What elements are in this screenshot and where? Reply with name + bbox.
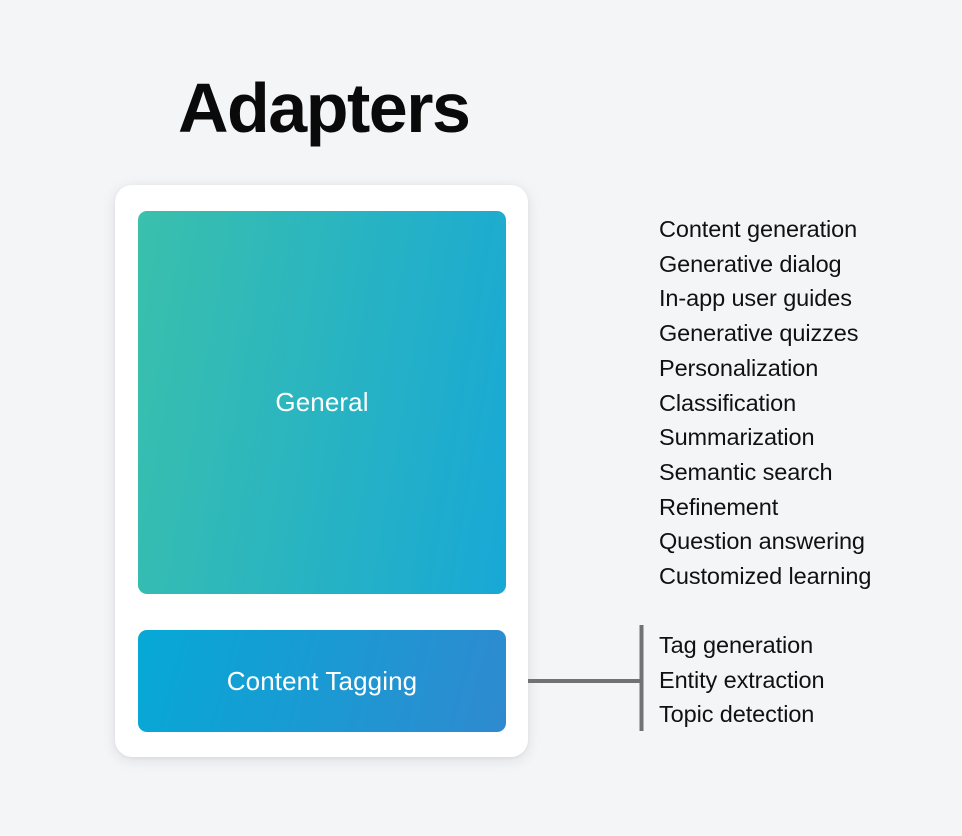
list-item: Customized learning xyxy=(659,563,872,590)
adapter-block-content-tagging[interactable]: Content Tagging xyxy=(138,630,506,732)
general-capability-list: Content generation Generative dialog In-… xyxy=(659,212,871,594)
list-item: Content generation xyxy=(659,216,858,242)
adapter-block-general-label: General xyxy=(275,387,369,417)
list-item: Semantic search xyxy=(659,458,833,485)
list-item: Tag generation xyxy=(659,632,814,658)
adapter-block-general[interactable]: General xyxy=(138,211,506,594)
list-item: Entity extraction xyxy=(659,666,825,693)
list-item: Refinement xyxy=(659,493,779,520)
list-item: Personalization xyxy=(659,354,819,381)
list-item: In-app user guides xyxy=(659,285,852,312)
list-item: Question answering xyxy=(659,528,865,555)
list-item: Generative quizzes xyxy=(659,320,859,347)
page-title: Adapters xyxy=(178,69,471,147)
connector-bracket-icon xyxy=(528,625,644,731)
list-item: Generative dialog xyxy=(659,250,842,277)
list-item: Classification xyxy=(659,389,797,416)
list-item: Summarization xyxy=(659,424,815,451)
adapter-block-content-tagging-label: Content Tagging xyxy=(226,665,418,696)
list-item: Topic detection xyxy=(659,701,815,728)
content-tagging-capability-list: Tag generation Entity extraction Topic d… xyxy=(659,628,825,732)
adapter-card: General Content Tagging xyxy=(115,185,528,757)
